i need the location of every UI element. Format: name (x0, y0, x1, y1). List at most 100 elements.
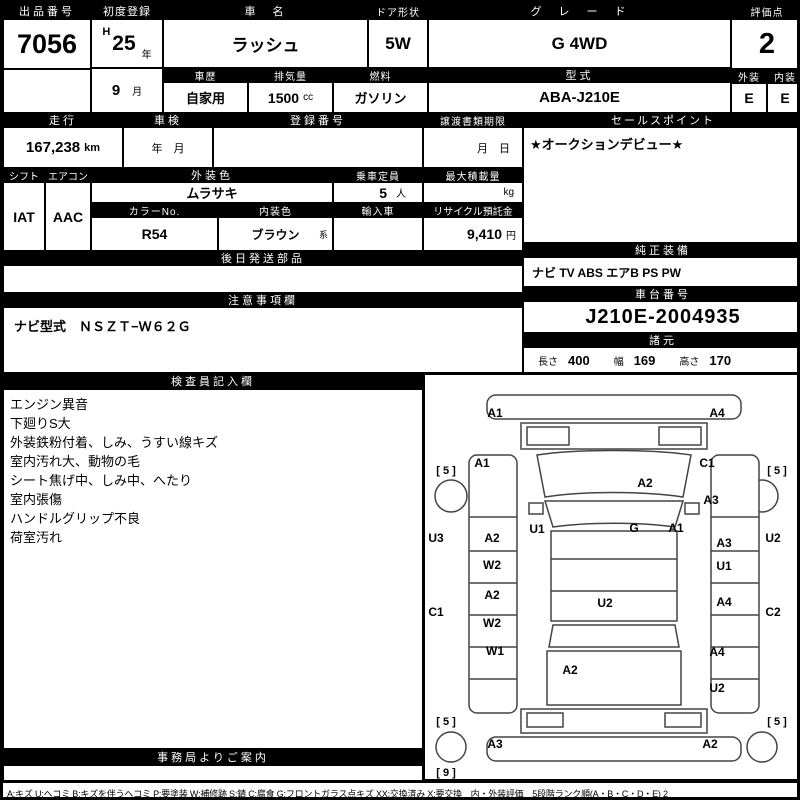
era-code: H (102, 26, 111, 38)
capacity-value: 5 人 (333, 182, 423, 203)
door-shape-value: 5W (368, 19, 428, 68)
grade-label: グ レ ー ド (428, 3, 731, 19)
taillight-left-shape (526, 712, 564, 728)
grade-value: G 4WD (428, 19, 731, 68)
shaken-value: 年 月 (123, 127, 213, 168)
displacement-unit: cc (303, 92, 314, 103)
registration-month: 9 (111, 82, 121, 99)
score-label: 評価点 (731, 3, 797, 19)
interior-color-name: ブラウン (251, 227, 300, 242)
damage-marker: A2 (637, 476, 653, 490)
damage-marker: A4 (709, 645, 725, 659)
lot-empty-cell (3, 69, 91, 113)
sales-point-value: ★オークションデビュー★ (523, 127, 797, 243)
registration-month-cell: 9 月 (91, 68, 163, 113)
capacity-label: 乗車定員 (333, 168, 423, 183)
month-unit: 月 (132, 87, 143, 98)
exterior-grade-value: E (731, 83, 767, 113)
later-parts-value (3, 265, 523, 293)
history-value: 自家用 (163, 82, 248, 113)
inspector-note: シート焦げ中、しみ中、へたり (10, 473, 193, 488)
inspector-note: 外装鉄粉付着、しみ、うすい線キズ (10, 435, 219, 450)
displacement-value: 1500 cc (248, 82, 333, 113)
aircon-value: AAC (45, 182, 91, 251)
damage-marker: [ 5 ] (767, 465, 787, 477)
right-side-panel-shape (710, 454, 760, 714)
mileage-label: 走行 (3, 113, 123, 127)
damage-marker: C1 (428, 605, 444, 619)
color-no-label: カラーNo. (91, 203, 218, 218)
spec-height-value: 170 (709, 352, 732, 368)
left-side-panel-shape (468, 454, 518, 714)
office-info-value (3, 765, 423, 781)
recycle-deposit-number: 9,410 (466, 226, 502, 242)
spec-length-label: 長さ (538, 356, 558, 368)
mileage-value: 167,238 km (3, 127, 123, 168)
spec-length-value: 400 (568, 352, 590, 368)
damage-marker: U3 (428, 531, 444, 545)
spec-width-label: 幅 (613, 356, 624, 368)
damage-marker: [ 5 ] (436, 465, 456, 477)
damage-marker: C1 (699, 456, 715, 470)
damage-marker: A3 (703, 493, 719, 507)
inspector-note: 室内張傷 (10, 492, 63, 507)
door-shape-label: ドア形状 (368, 3, 428, 19)
damage-marker: C2 (765, 605, 781, 619)
inspector-note: 室内汚れ大、動物の毛 (10, 454, 141, 469)
score-value: 2 (731, 19, 797, 69)
car-name-label: 車 名 (163, 3, 368, 19)
fuel-value: ガソリン (333, 82, 428, 113)
windshield-shape (543, 500, 685, 528)
mirror-left-shape (528, 502, 544, 515)
damage-marker: [ 5 ] (436, 716, 456, 728)
max-load-label: 最大積載量 (423, 168, 523, 183)
inspector-note: エンジン異音 (10, 397, 89, 412)
damage-marker: A2 (484, 588, 500, 602)
interior-color-label: 内装色 (218, 203, 333, 218)
inspector-note: 下廻りS大 (10, 416, 71, 431)
damage-marker: A1 (474, 456, 490, 470)
first-registration-label: 初度登録 (91, 3, 163, 19)
lot-number-label: 出品番号 (3, 3, 91, 19)
equipment-label: 純正装備 (523, 243, 797, 257)
damage-marker: W1 (486, 644, 504, 658)
damage-code-legend: A:キズ U:ヘコミ B:キズを伴うヘコミ P:要塗装 W:補修跡 S:錆 C:… (3, 781, 797, 797)
damage-marker: W2 (483, 558, 501, 572)
displacement-number: 1500 (267, 89, 300, 106)
interior-color-value: ブラウン 系 (218, 217, 333, 251)
color-no-value: R54 (91, 217, 218, 251)
import-car-label: 輸入車 (333, 203, 423, 218)
mirror-right-shape (684, 502, 700, 515)
wheel-front-left-icon (434, 479, 468, 513)
damage-marker: [ 9 ] (436, 767, 456, 779)
taillight-right-shape (664, 712, 702, 728)
trunk-shape (546, 650, 682, 706)
damage-marker: A1 (668, 521, 684, 535)
capacity-unit: 人 (396, 189, 406, 200)
capacity-number: 5 (379, 184, 387, 201)
caution-value: ナビ型式 ＮＳＺＴ−Ｗ６２Ｇ (3, 307, 523, 373)
specs-value: 長さ 400 幅 169 高さ 170 (523, 347, 797, 373)
damage-marker: A3 (487, 737, 503, 751)
inspector-label: 検査員記入欄 (3, 373, 423, 389)
spec-height-label: 高さ (679, 356, 700, 368)
office-info-label: 事務局よりご案内 (3, 749, 423, 765)
exterior-grade-label: 外装 (731, 69, 767, 84)
interior-grade-label: 内装 (767, 69, 797, 84)
headlight-right-shape (658, 426, 702, 446)
interior-grade-value: E (767, 83, 797, 113)
inspector-notes-list: エンジン異音下廻りS大外装鉄粉付着、しみ、うすい線キズ室内汚れ大、動物の毛シート… (3, 389, 423, 749)
damage-marker: A4 (716, 595, 732, 609)
year-unit: 年 (141, 50, 152, 61)
recycle-deposit-value: 9,410 円 (423, 217, 523, 251)
damage-marker: U1 (716, 559, 732, 573)
exterior-color-value: ムラサキ (91, 182, 333, 203)
sales-point-label: セールスポイント (523, 113, 797, 127)
damage-marker: U2 (709, 681, 725, 695)
registration-no-value (213, 127, 423, 168)
registration-year: 25 (112, 31, 136, 55)
shaken-label: 車検 (123, 113, 213, 127)
